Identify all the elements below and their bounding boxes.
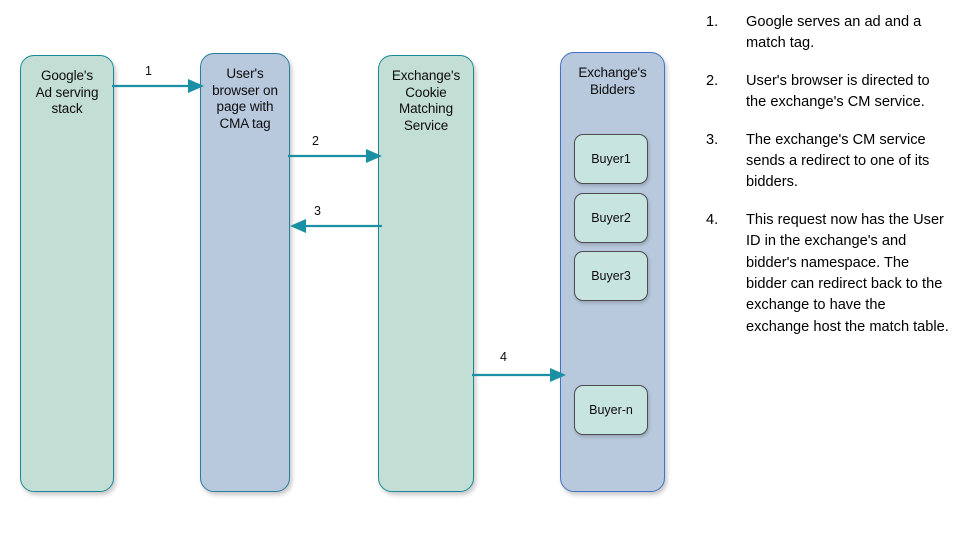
step-item-2: 2. User's browser is directed to the exc… <box>706 71 952 114</box>
buyer-label-buyer-n: Buyer-n <box>589 403 633 417</box>
node-label-exchange-cookie-matching-service: Exchange's Cookie Matching Service <box>391 68 461 133</box>
step-number-3: 3. <box>706 131 719 148</box>
arrow-number-4: 4 <box>500 350 507 364</box>
step-item-1: 1. Google serves an ad and a match tag. <box>706 12 952 55</box>
step-item-4: 4. This request now has the User ID in t… <box>706 210 952 338</box>
node-exchange-cookie-matching-service[interactable]: Exchange's Cookie Matching Service <box>378 55 474 492</box>
arrow-1 <box>112 79 204 93</box>
buyer-label-buyer2: Buyer2 <box>591 211 631 225</box>
buyer-box-buyer1[interactable]: Buyer1 <box>574 134 648 184</box>
arrow-2 <box>288 149 382 163</box>
node-user-browser[interactable]: User's browser on page with CMA tag <box>200 53 290 492</box>
node-label-user-browser: User's browser on page with CMA tag <box>212 66 278 131</box>
step-text-3: The exchange's CM service sends a redire… <box>746 131 930 191</box>
buyer-label-buyer1: Buyer1 <box>591 152 631 166</box>
step-number-2: 2. <box>706 72 719 89</box>
buyer-box-buyer2[interactable]: Buyer2 <box>574 193 648 243</box>
step-text-2: User's browser is directed to the exchan… <box>746 72 930 111</box>
buyer-label-buyer3: Buyer3 <box>591 269 631 283</box>
step-item-3: 3. The exchange's CM service sends a red… <box>706 130 952 194</box>
arrow-4 <box>472 368 566 382</box>
node-label-google-ad-serving-stack: Google's Ad serving stack <box>35 68 99 117</box>
arrow-number-2: 2 <box>312 134 319 148</box>
arrow-number-3: 3 <box>314 204 321 218</box>
node-label-exchange-bidders: Exchange's Bidders <box>578 65 647 97</box>
arrow-3 <box>290 219 382 233</box>
step-text-1: Google serves an ad and a match tag. <box>746 14 922 52</box>
buyer-box-buyer3[interactable]: Buyer3 <box>574 251 648 301</box>
node-google-ad-serving-stack[interactable]: Google's Ad serving stack <box>20 55 114 492</box>
steps-list: 1. Google serves an ad and a match tag. … <box>706 12 952 354</box>
step-text-4: This request now has the User ID in the … <box>746 211 949 335</box>
step-number-4: 4. <box>706 211 719 228</box>
arrow-number-1: 1 <box>145 64 152 78</box>
buyer-box-buyer-n[interactable]: Buyer-n <box>574 385 648 435</box>
step-number-1: 1. <box>706 14 719 30</box>
